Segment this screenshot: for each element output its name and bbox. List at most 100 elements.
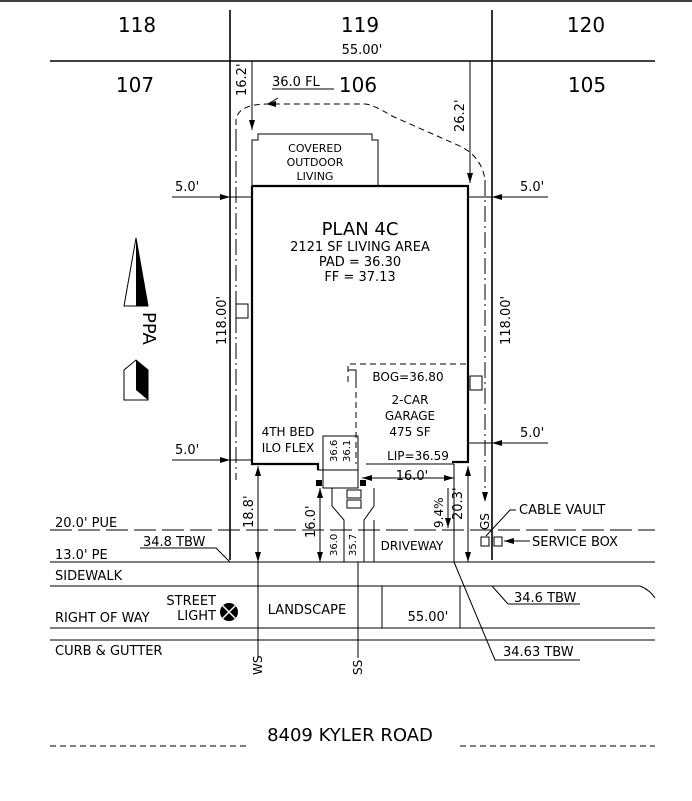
lot-107: 107 — [116, 73, 154, 97]
rear-left-setback-dim: 16.2' — [235, 63, 250, 96]
front-left-dim-arrow-bottom — [255, 552, 261, 562]
tbw-left-leader — [140, 547, 231, 563]
lot-119: 119 — [341, 13, 379, 37]
porch-post-right — [360, 480, 366, 486]
right-setback-arrow — [492, 194, 502, 200]
garage-width-dim: 16.0' — [396, 469, 429, 484]
left-equipment-pad — [235, 303, 249, 319]
service-box-label: SERVICE BOX — [532, 535, 618, 550]
living-area: 2121 SF LIVING AREA — [290, 240, 430, 255]
address-label: 8409 KYLER ROAD — [267, 725, 433, 746]
garage-line3: 475 SF — [389, 425, 430, 439]
covered-line1: COVERED — [288, 142, 342, 155]
north-arrow-fill — [136, 238, 148, 306]
right-setback-dim: 5.0' — [520, 180, 544, 195]
covered-line2: OUTDOOR — [287, 156, 344, 169]
left-setback-dim: 5.0' — [175, 180, 199, 195]
rear-right-setback-arrow — [467, 173, 473, 183]
step-upper — [346, 489, 362, 499]
cable-vault-leader — [485, 509, 516, 537]
left-setback-lower-dim: 5.0' — [175, 443, 199, 458]
bed-line1: 4TH BED — [262, 425, 315, 439]
lot-105: 105 — [568, 73, 606, 97]
sidewalk-curve — [639, 585, 656, 599]
elev-366: 36.6 — [329, 440, 340, 462]
landscape-label: LANDSCAPE — [268, 603, 346, 618]
sidewalk-label: SIDEWALK — [55, 569, 123, 584]
garage-width-arrow-right — [444, 475, 454, 481]
step-lower — [346, 499, 362, 509]
front-setback-right: 20.3' — [451, 487, 466, 520]
elev-357: 35.7 — [348, 534, 359, 556]
cable-vault-label: CABLE VAULT — [519, 503, 605, 518]
tbw-right: 34.6 TBW — [514, 591, 576, 606]
rear-width-dim: 55.00' — [342, 43, 383, 58]
front-width-dim: 55.00' — [408, 610, 449, 625]
ws-label: WS — [251, 656, 265, 675]
pe-label: 13.0' PE — [55, 548, 108, 563]
curb-label: CURB & GUTTER — [55, 644, 162, 659]
pad-elevation: PAD = 36.30 — [319, 255, 401, 270]
row-label: RIGHT OF WAY — [55, 611, 150, 626]
slope-arrow-head — [445, 518, 451, 528]
driveway-slope: 9.4% — [432, 498, 446, 529]
front-mid-dim-arrow-bottom — [317, 552, 323, 562]
street-label: STREET — [166, 594, 216, 609]
right-depth-dim: 118.00' — [499, 296, 514, 345]
lot-120: 120 — [567, 13, 605, 37]
house-outline-bed — [317, 464, 358, 471]
bed-line2: ILO FLEX — [262, 441, 314, 455]
pue-label: 20.0' PUE — [55, 516, 117, 531]
front-setback-mid: 16.0' — [304, 505, 319, 538]
service-box — [493, 536, 503, 547]
covered-outdoor-outline — [251, 133, 379, 186]
porch-block — [322, 435, 359, 489]
right-setback-lower-dim: 5.0' — [520, 426, 544, 441]
garage-line2: GARAGE — [385, 409, 435, 423]
garage-corner — [348, 369, 357, 382]
rear-right-setback-dim: 26.2' — [453, 99, 468, 132]
address-backdrop — [246, 722, 456, 752]
street-light-x2 — [221, 604, 237, 620]
light-label: LIGHT — [177, 609, 216, 624]
lip-elevation: LIP=36.59 — [387, 449, 449, 463]
front-setback-left: 18.8' — [242, 495, 257, 528]
walkway-left-edge — [331, 488, 345, 562]
plan-name: PLAN 4C — [322, 219, 399, 240]
house-outline-main — [252, 184, 470, 464]
fl-arrow — [266, 101, 276, 107]
service-box-arrow — [504, 538, 514, 544]
lot-106: 106 — [339, 73, 377, 97]
lot-118: 118 — [118, 13, 156, 37]
tbw-bottom-leader — [453, 561, 580, 661]
right-swale-arrow — [482, 492, 488, 502]
walkway-right-edge — [363, 488, 375, 562]
elev-361: 36.1 — [342, 440, 353, 462]
tbw-right-leader — [491, 585, 509, 605]
elev-360: 36.0 — [329, 534, 340, 556]
north-label: PPA — [138, 312, 159, 346]
left-setback-lower-arrow — [220, 457, 230, 463]
tbw-bottom: 34.63 TBW — [503, 645, 574, 660]
right-setback-lower-arrow — [492, 440, 502, 446]
garage-width-arrow-left — [362, 475, 372, 481]
garage-line1: 2-CAR — [392, 393, 429, 407]
fl-label: 36.0 FL — [272, 75, 321, 90]
tbw-left: 34.8 TBW — [143, 535, 205, 550]
driveway-label: DRIVEWAY — [381, 539, 444, 553]
porch-post-left — [316, 480, 322, 486]
front-right-dim-arrow-bottom — [465, 552, 471, 562]
front-mid-dim-arrow-top — [317, 488, 323, 498]
ss-label: SS — [351, 660, 365, 675]
ff-elevation: FF = 37.13 — [324, 270, 395, 285]
rear-left-setback-arrow — [249, 120, 255, 130]
bog-elevation: BOG=36.80 — [372, 370, 443, 384]
north-arrow-base-fill — [136, 360, 148, 400]
cable-vault-box — [480, 536, 490, 547]
garage-dashed-top — [347, 363, 468, 382]
left-setback-arrow — [220, 194, 230, 200]
rear-yard-grade-line — [235, 103, 486, 181]
gs-label: GS — [478, 513, 492, 530]
front-left-dim-arrow-top — [255, 466, 261, 476]
